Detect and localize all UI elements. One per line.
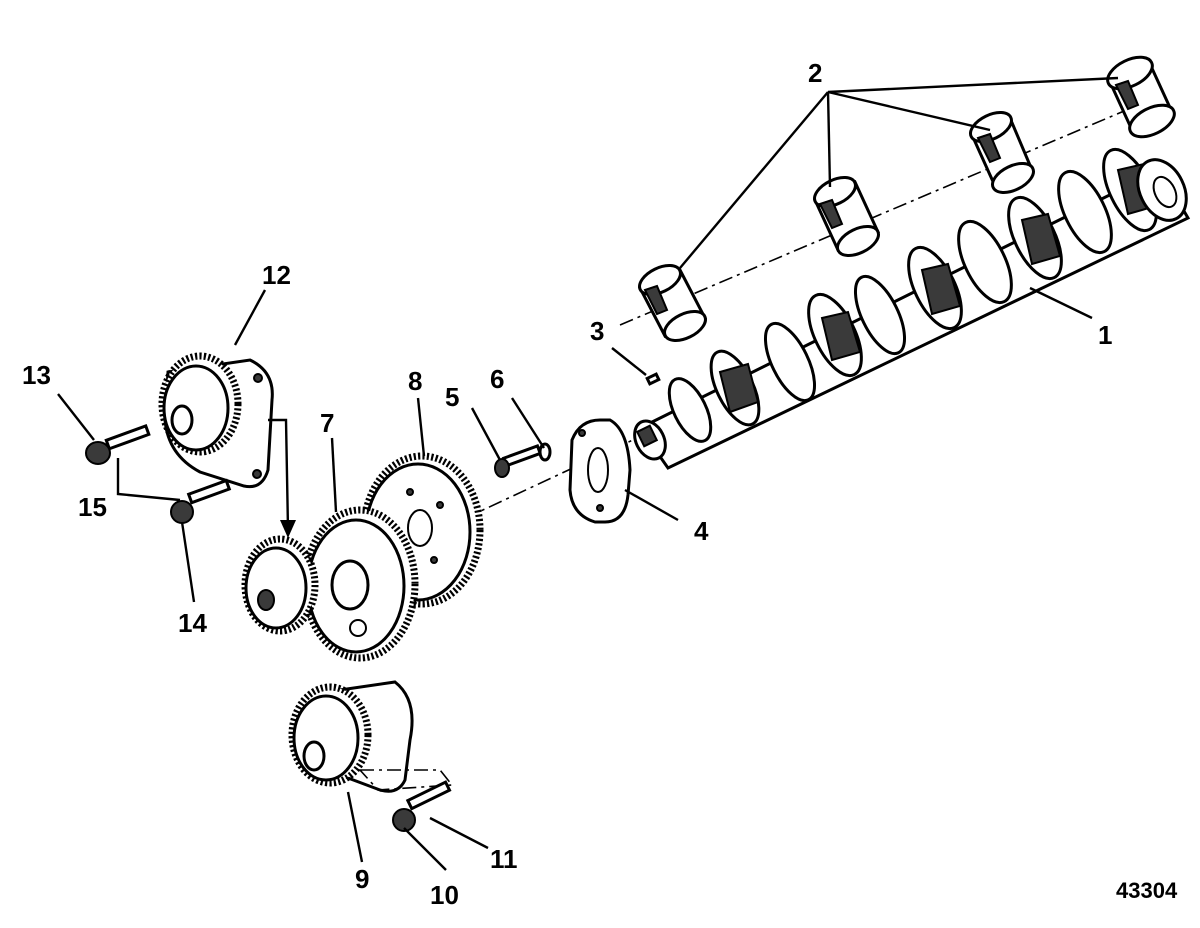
cam-bearings: [637, 55, 1176, 342]
callout-2: 2: [808, 58, 822, 88]
bolt-10: [392, 780, 452, 832]
callout-6: 6: [490, 364, 504, 394]
cam-bearing-2: [813, 176, 880, 257]
callout-1: 1: [1098, 320, 1112, 350]
camshaft-lobes: [667, 147, 1188, 443]
bolt-5: [494, 444, 543, 478]
oil-pump-gear: [241, 535, 319, 635]
callout-9: 9: [355, 864, 369, 894]
figure-number: 43304: [1116, 878, 1178, 903]
bolt-13: [85, 424, 151, 465]
callout-7: 7: [320, 408, 334, 438]
key: [645, 372, 661, 386]
callout-3: 3: [590, 316, 604, 346]
centerlines: [439, 99, 1151, 531]
callout-11: 11: [490, 844, 518, 874]
washer-6: [538, 442, 552, 462]
callout-4: 4: [694, 516, 709, 546]
bolt-14: [170, 478, 232, 524]
callout-10: 10: [430, 880, 459, 910]
cam-bearing-3: [969, 111, 1035, 194]
callout-12: 12: [262, 260, 291, 290]
callout-5: 5: [445, 382, 459, 412]
callout-15: 15: [78, 492, 107, 522]
leader-lines: [57, 76, 1119, 871]
camshaft: [633, 147, 1191, 470]
callout-8: 8: [408, 366, 422, 396]
cam-bearing-4: [1106, 55, 1176, 139]
water-pump-lower: [288, 680, 454, 793]
callout-labels: 1 2 3 4 5 6 7 8 9 10 11 12 13 14 15: [22, 58, 1112, 910]
idler-gear: [301, 506, 419, 662]
cam-bearing-1: [637, 264, 708, 342]
callout-14: 14: [178, 608, 207, 638]
thrust-plate: [568, 418, 632, 524]
callout-13: 13: [22, 360, 51, 390]
water-pump-upper: [158, 352, 274, 489]
